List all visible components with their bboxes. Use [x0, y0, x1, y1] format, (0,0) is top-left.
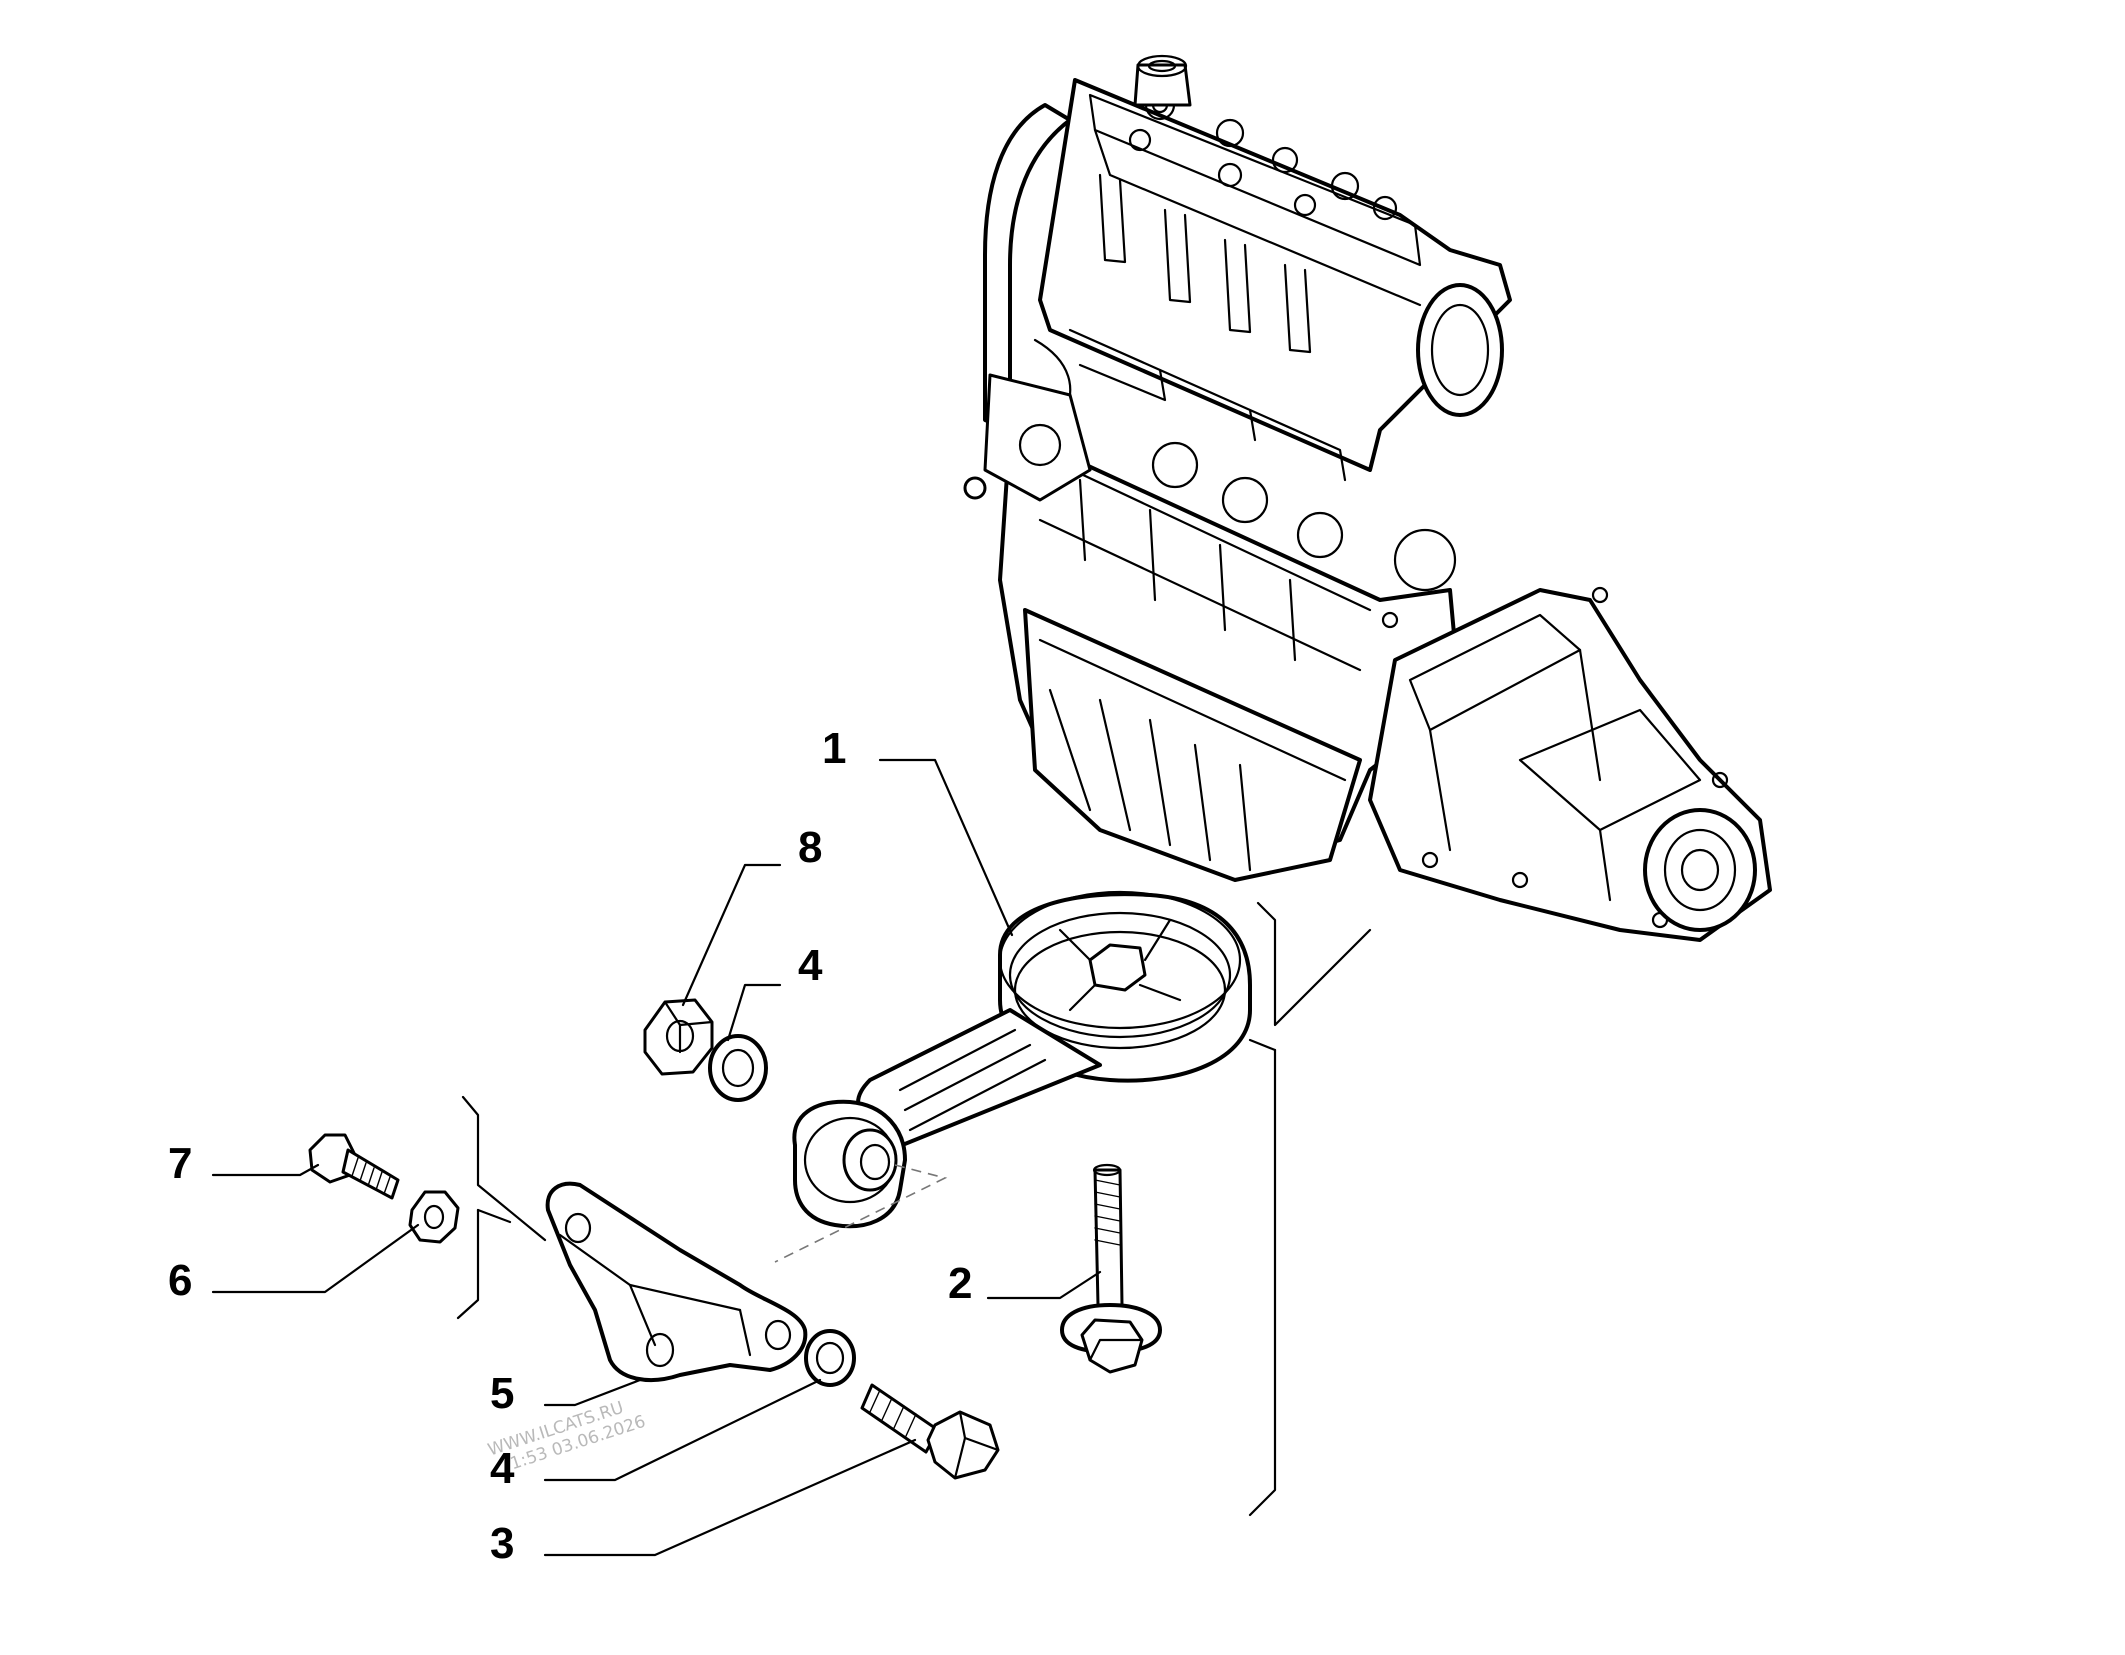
grouping-bracket-left — [456, 1095, 547, 1320]
washer-upper[interactable] — [708, 1034, 768, 1102]
washer-lower[interactable] — [804, 1329, 856, 1387]
callout-8: 8 — [798, 823, 822, 872]
callout-3: 3 — [490, 1519, 514, 1568]
bolt-small[interactable] — [308, 1133, 400, 1200]
bolt-long[interactable] — [860, 1383, 1000, 1480]
nut-small[interactable] — [408, 1190, 460, 1244]
engine-assembly — [963, 54, 1772, 942]
torque-rod-mount[interactable] — [792, 890, 1252, 1229]
assembly-axis — [774, 1164, 948, 1263]
nut-top[interactable] — [643, 998, 714, 1076]
callout-2: 2 — [948, 1259, 972, 1308]
grouping-bracket-right — [1248, 901, 1372, 1517]
callout-7: 7 — [168, 1139, 192, 1188]
callout-4-upper: 4 — [798, 941, 823, 990]
flange-bolt[interactable] — [1060, 1163, 1162, 1374]
mounting-bracket[interactable] — [545, 1181, 808, 1382]
callout-5: 5 — [490, 1369, 514, 1418]
callout-4-lower: 4 — [490, 1444, 515, 1493]
leader-lines — [211, 758, 1102, 1557]
callout-1: 1 — [822, 724, 846, 773]
callout-6: 6 — [168, 1256, 192, 1305]
